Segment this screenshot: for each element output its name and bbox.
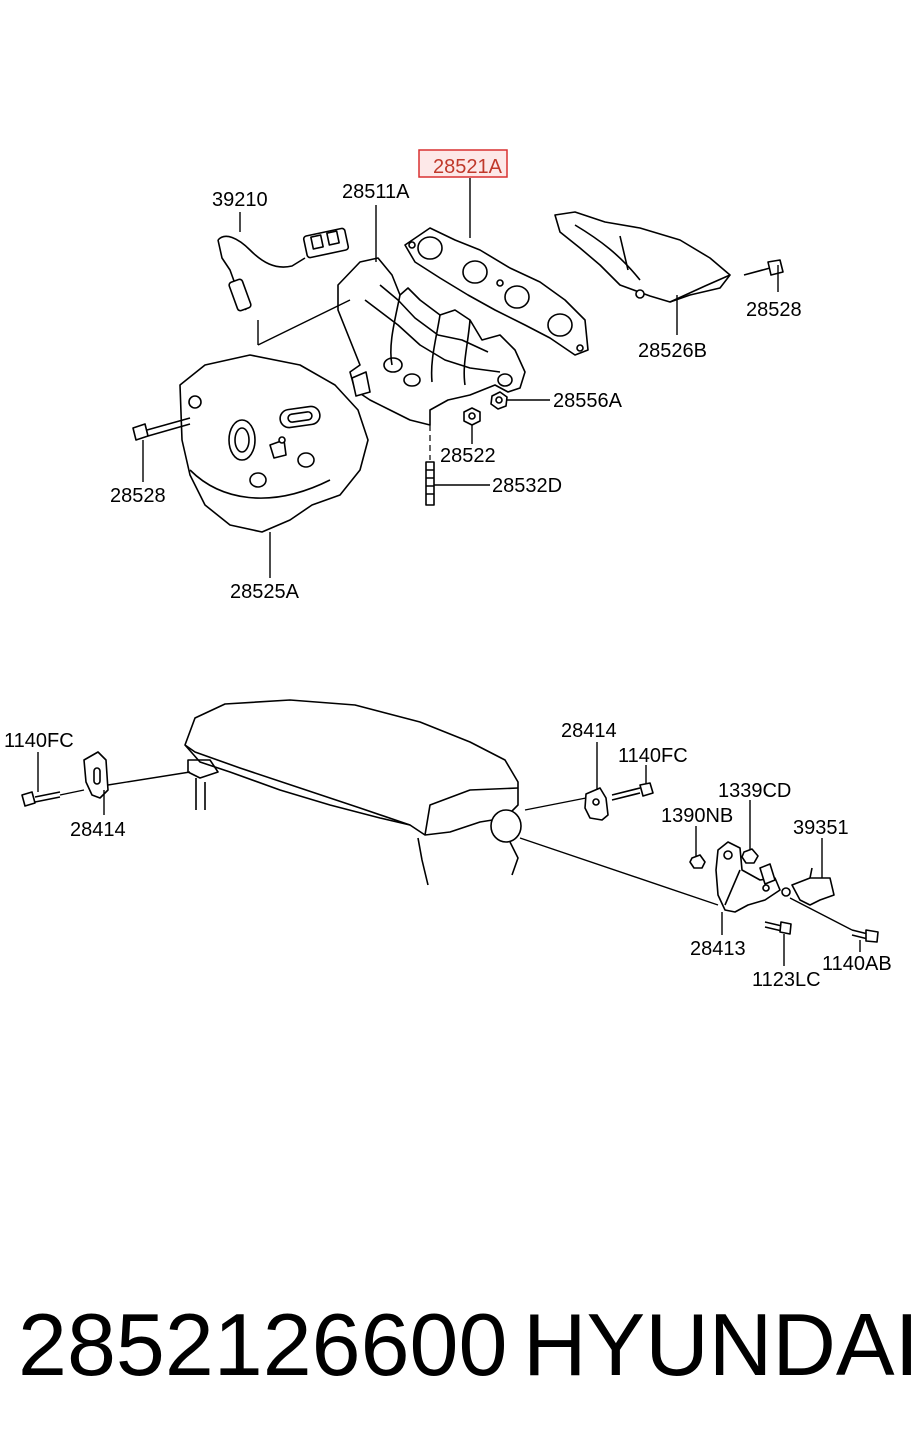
top-leader-lines: [142, 178, 779, 578]
bolt-1140AB[interactable]: [851, 929, 879, 943]
label-39210: 39210: [212, 189, 268, 211]
heat-shield-28525A[interactable]: [179, 354, 369, 533]
label-39351: 39351: [793, 817, 849, 839]
bolt-28528-left[interactable]: [132, 417, 191, 441]
brand-name: HYUNDAI: [523, 1295, 919, 1394]
nut-1390NB[interactable]: [689, 854, 706, 869]
label-28525A: 28525A: [230, 581, 300, 603]
highlight-box-28521A: [418, 149, 508, 178]
footer: 2852126600 HYUNDAI: [18, 1290, 919, 1400]
label-28414-right: 28414: [561, 720, 617, 742]
bolt-1140FC-left[interactable]: [21, 771, 191, 807]
nut-1339CD[interactable]: [741, 848, 759, 864]
label-1339CD: 1339CD: [718, 780, 791, 802]
label-28556A: 28556A: [553, 390, 623, 412]
bottom-labels: 1140FC 28414 28414 1140FC 1339CD 1390NB …: [4, 720, 892, 991]
bolt-28528-top[interactable]: [743, 259, 784, 276]
label-28522: 28522: [440, 445, 496, 467]
label-28413: 28413: [690, 938, 746, 960]
label-28528-left: 28528: [110, 485, 166, 507]
label-28532D: 28532D: [492, 475, 562, 497]
nut-28522[interactable]: [463, 407, 481, 426]
stud-28532D[interactable]: [425, 425, 435, 506]
label-28414-left: 28414: [70, 819, 126, 841]
engine-cover[interactable]: [184, 699, 522, 886]
bracket-28413[interactable]: [715, 841, 781, 913]
label-1140FC-right: 1140FC: [618, 745, 688, 767]
label-28511A: 28511A: [342, 181, 410, 203]
bottom-leader-lines: [37, 742, 861, 966]
label-1390NB: 1390NB: [661, 805, 733, 827]
gasket-28521A[interactable]: [404, 227, 589, 356]
label-1123LC: 1123LC: [752, 969, 821, 991]
top-labels: 39210 28511A 28521A 28528 28526B 28556A …: [110, 149, 802, 603]
label-1140AB: 1140AB: [822, 953, 892, 975]
label-28526B: 28526B: [638, 340, 707, 362]
bracket-28414-right[interactable]: [524, 787, 609, 821]
oxygen-sensor-39210[interactable]: [217, 227, 350, 312]
bracket-39351[interactable]: [781, 867, 835, 906]
label-28528-top: 28528: [746, 299, 802, 321]
part-number: 2852126600: [18, 1295, 508, 1394]
label-28521A: 28521A: [433, 156, 503, 178]
bolt-1123LC[interactable]: [764, 921, 792, 935]
label-1140FC-left: 1140FC: [4, 730, 74, 752]
exhaust-manifold-28511A[interactable]: [337, 257, 526, 426]
bolt-1140FC-right[interactable]: [611, 782, 654, 801]
parts-diagram: 39210 28511A 28521A 28528 28526B 28556A …: [4, 149, 892, 991]
heat-shield-28526B[interactable]: [554, 211, 731, 303]
nut-28556A[interactable]: [490, 391, 508, 410]
